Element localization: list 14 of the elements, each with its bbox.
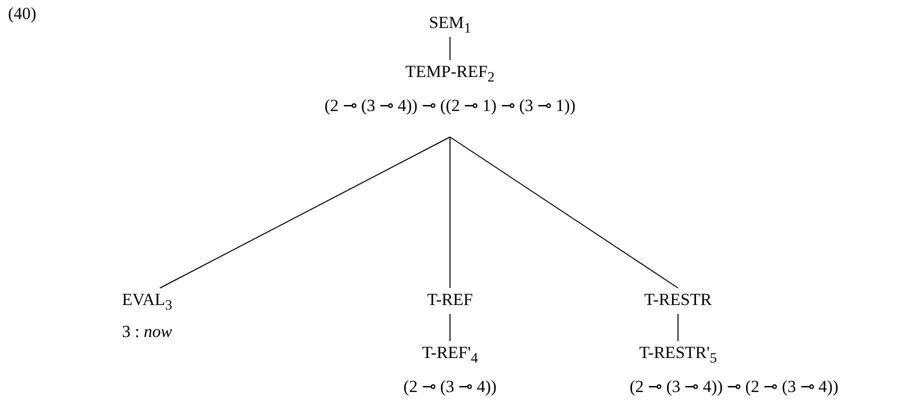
tree-node-label: SEM$_{1}$	[428, 12, 472, 38]
tree-node-label: T-REF'$_{4}$	[421, 342, 479, 368]
example-number: (40)	[8, 3, 36, 25]
tree-node-label: EVAL$_{3}$	[122, 289, 174, 316]
tree-node-label: T-RESTR'$_{5}$	[638, 342, 718, 368]
tree-branch	[450, 136, 678, 288]
tree-node-label: T-REF	[426, 289, 474, 311]
type-formula: (2 ⊸ (3 ⊸ 4)) ⊸ (2 ⊸ (3 ⊸ 4))	[628, 376, 840, 398]
type-formula: 3 : now	[122, 321, 174, 343]
tree-node-label: TEMP-REF$_{2}$	[404, 61, 496, 88]
type-formula: (2 ⊸ (3 ⊸ 4))	[402, 376, 498, 398]
tree-node-label: T-RESTR	[643, 289, 713, 311]
tree-branch	[160, 136, 450, 288]
type-formula: (2 ⊸ (3 ⊸ 4)) ⊸ ((2 ⊸ 1) ⊸ (3 ⊸ 1))	[323, 95, 577, 117]
